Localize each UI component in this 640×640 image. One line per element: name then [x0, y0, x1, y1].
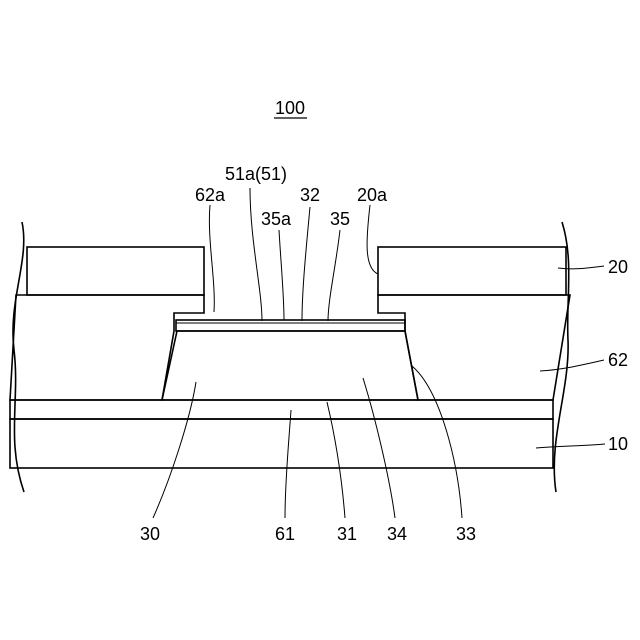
leader-10: [536, 444, 605, 448]
leader-20a: [367, 205, 378, 274]
label-35: 35: [330, 209, 350, 229]
leader-20: [558, 266, 604, 269]
layer-20-left: [27, 247, 204, 295]
label-32: 32: [300, 185, 320, 205]
leader-30: [153, 382, 196, 518]
layer-20-right: [378, 247, 566, 295]
break-line-left: [13, 222, 24, 492]
leader-62: [540, 360, 604, 371]
label-62: 62: [608, 350, 628, 370]
label-33: 33: [456, 524, 476, 544]
label-61: 61: [275, 524, 295, 544]
leader-33: [412, 366, 462, 518]
element-30-body: [162, 331, 418, 400]
label-20a: 20a: [357, 185, 388, 205]
label-20: 20: [608, 257, 628, 277]
leader-51a: [250, 188, 262, 321]
label-51a: 51a(51): [225, 164, 287, 184]
label-34: 34: [387, 524, 407, 544]
thin-layer-61: [10, 400, 553, 419]
label-10: 10: [608, 434, 628, 454]
layer-62-left: [10, 295, 204, 400]
label-31: 31: [337, 524, 357, 544]
substrate-layer-10: [10, 419, 553, 468]
leader-62a: [209, 205, 214, 312]
leader-35: [328, 230, 340, 321]
label-30: 30: [140, 524, 160, 544]
label-62a: 62a: [195, 185, 226, 205]
leader-32: [302, 207, 310, 321]
label-35a: 35a: [261, 209, 292, 229]
figure-number: 100: [275, 98, 305, 118]
layer-62-right: [378, 295, 570, 400]
leader-61: [285, 410, 291, 518]
top-electrode-35: [176, 320, 405, 331]
leader-35a: [279, 230, 284, 320]
leader-34: [363, 378, 395, 518]
